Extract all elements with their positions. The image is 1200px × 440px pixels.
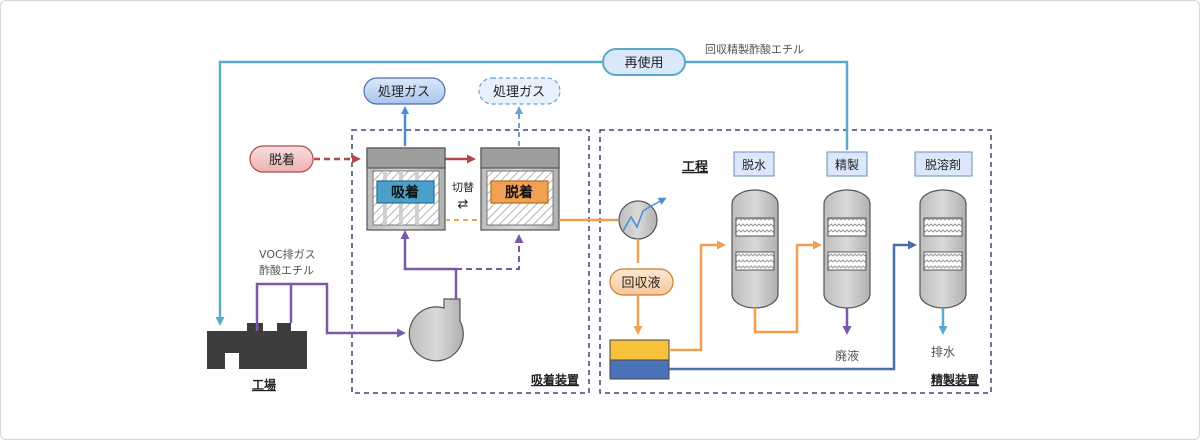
- solvent-removal-column: [919, 189, 967, 309]
- refining-unit-boundary: [599, 129, 992, 394]
- desorption-tower: [480, 147, 560, 231]
- desorption-input-label: 脱着: [269, 152, 295, 168]
- solvent-removal-label-box: [914, 151, 973, 177]
- adsorption-tower: [366, 147, 446, 231]
- recovered-product-label: 回収精製酢酸エチル: [705, 42, 804, 56]
- adsorber-unit-boundary: [351, 129, 590, 394]
- refining-column: [823, 189, 871, 309]
- storage-tank-bottom: [609, 359, 670, 380]
- switch-arrows-icon: ⇄: [458, 197, 469, 212]
- condenser-icon: [618, 197, 667, 240]
- waste-liquid-label: 廃液: [835, 348, 859, 363]
- desorption-input: [249, 145, 314, 173]
- dehydration-label-box: [733, 151, 775, 177]
- factory-label: 工場: [252, 377, 276, 392]
- refining-unit-label: 精製装置: [931, 372, 979, 387]
- reuse-label: 再使用: [624, 55, 663, 71]
- dehydration-label: 脱水: [742, 157, 766, 172]
- solvent-removal-label: 脱溶剤: [925, 157, 961, 172]
- recovered-liquid-label: 回収液: [621, 276, 660, 291]
- refining-label: 精製: [835, 158, 859, 172]
- process-label: 工程: [682, 160, 708, 175]
- refining-label-box: [826, 151, 868, 177]
- storage-tank-top: [609, 339, 670, 361]
- processed-gas-2: [478, 77, 561, 105]
- voc-label-line1: VOC排ガス: [259, 247, 316, 261]
- drain-water-label: 排水: [931, 345, 955, 359]
- dehydration-column: [731, 189, 779, 309]
- blower-to-adsorb: [400, 230, 458, 299]
- processed-gas-2-label: 処理ガス: [493, 85, 545, 100]
- blower-to-desorb: [456, 234, 524, 270]
- tank-to-solvent-removal: [669, 240, 917, 371]
- dehydration-to-refining: [753, 240, 822, 334]
- processed-gas-1: [363, 77, 446, 105]
- factory-icon: [207, 323, 307, 369]
- recovered-liquid: [609, 268, 674, 296]
- adsorber-unit-label: 吸着装置: [531, 372, 579, 387]
- tank-to-dehydration: [669, 240, 726, 352]
- reuse-badge: [602, 48, 686, 76]
- switch-label: 切替: [452, 180, 474, 194]
- voc-label-line2: 酢酸エチル: [259, 263, 314, 277]
- desorb-tank-label: 脱着: [505, 184, 533, 201]
- blower-icon: [408, 298, 464, 362]
- voc-line-a: [255, 282, 406, 338]
- processed-gas-1-label: 処理ガス: [378, 85, 430, 100]
- adsorb-tank-label: 吸着: [391, 184, 419, 201]
- reuse-line: [215, 60, 849, 326]
